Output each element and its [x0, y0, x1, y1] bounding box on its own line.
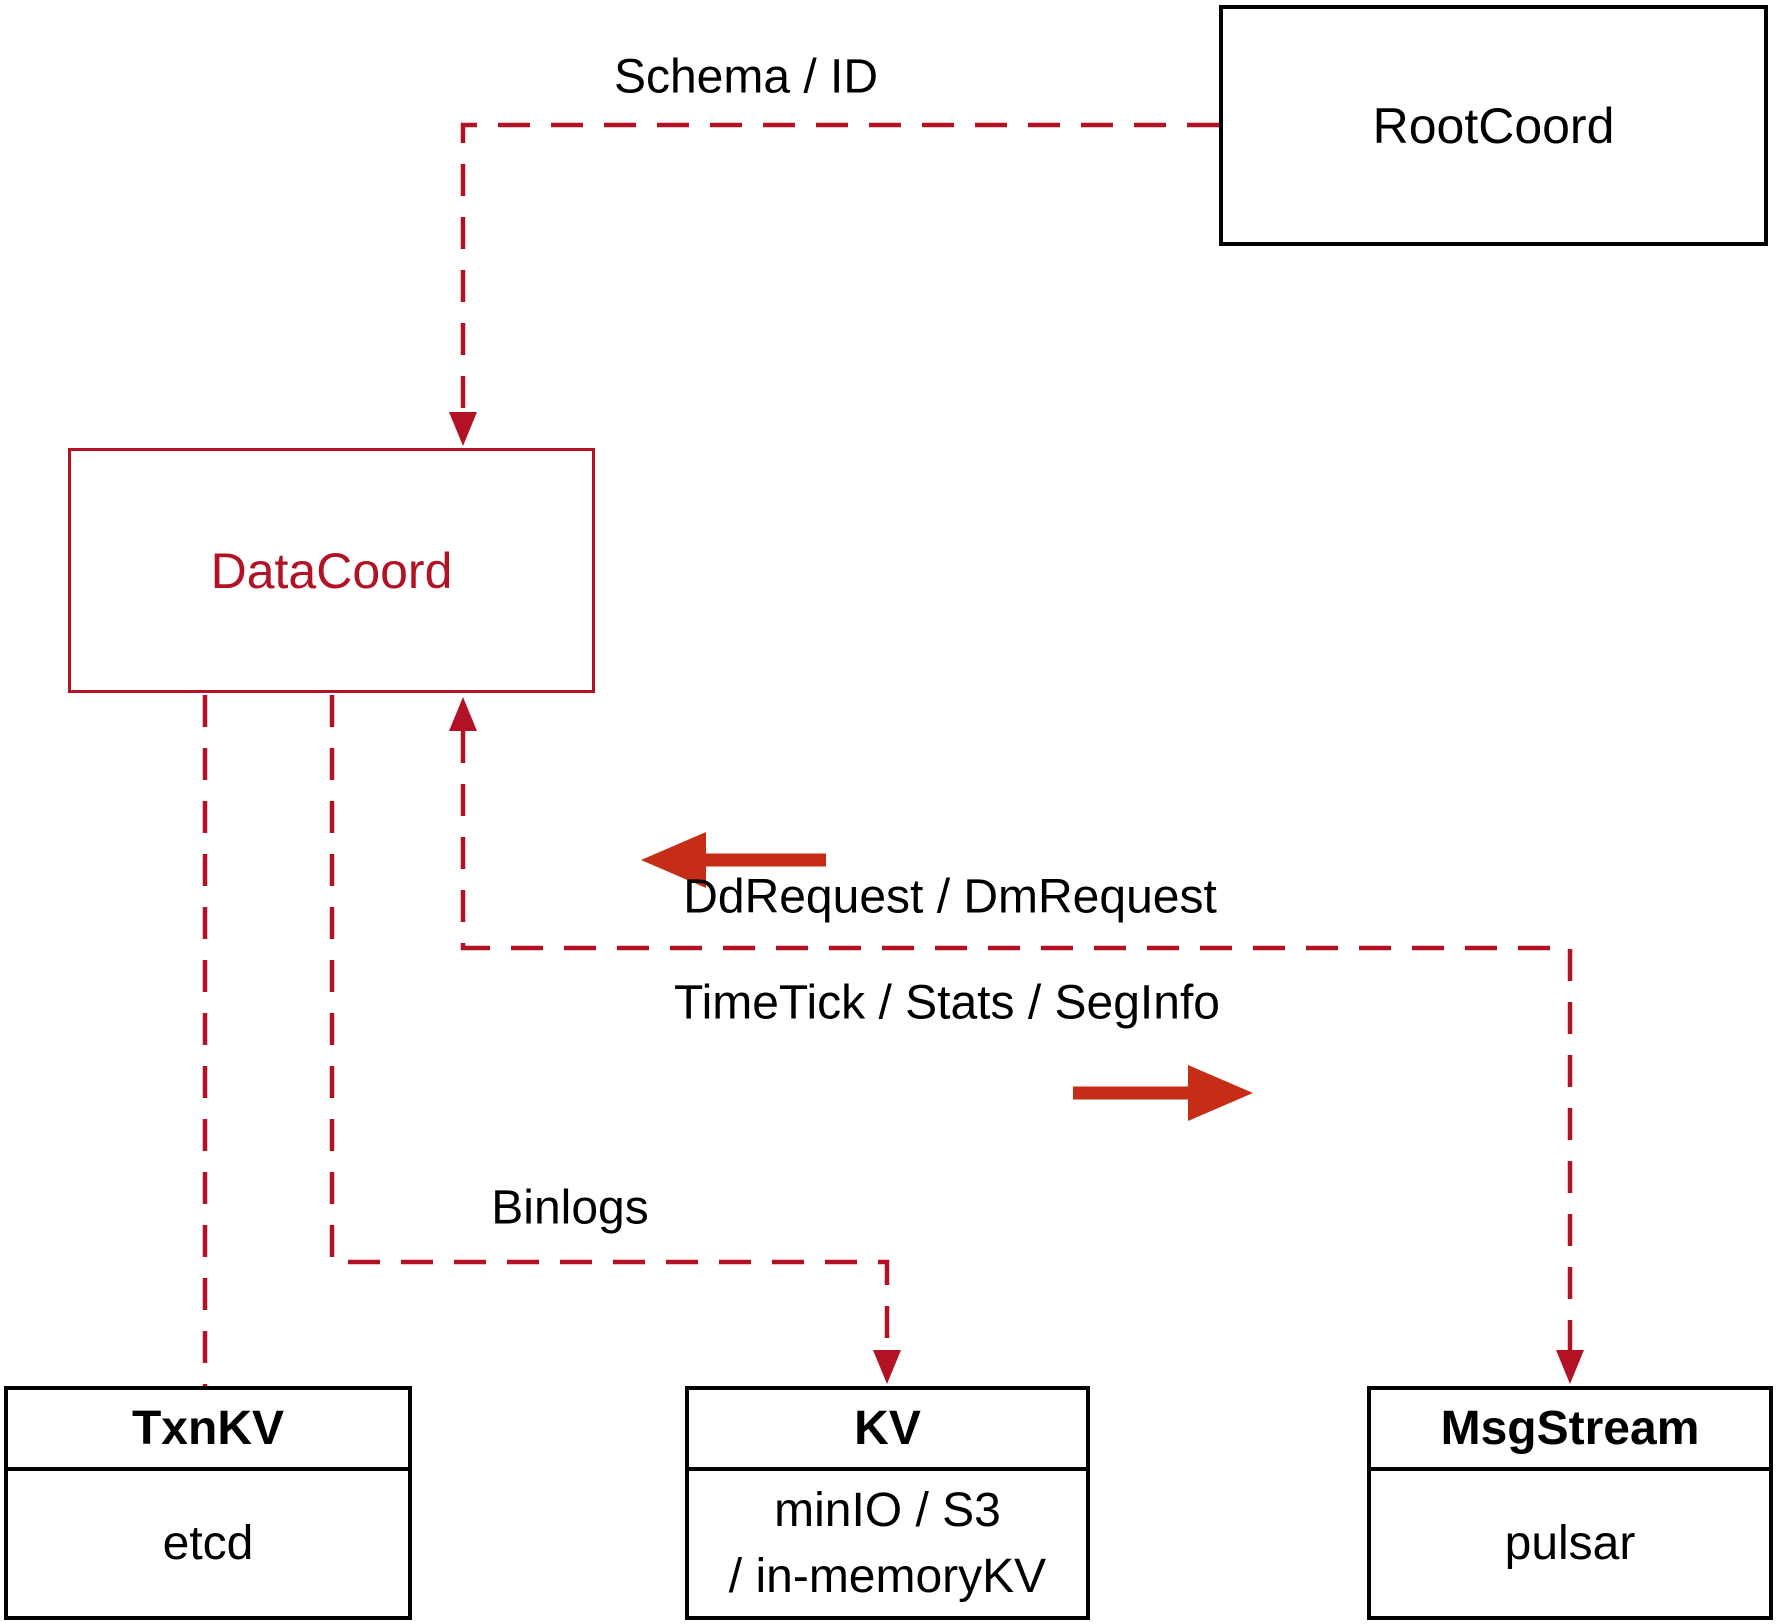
- node-kv-body: minIO / S3 / in-memoryKV: [689, 1471, 1086, 1616]
- arrow-right-icon: [1073, 1065, 1253, 1121]
- edge-label-binlogs: Binlogs: [491, 1181, 649, 1235]
- node-msgstream: MsgStream pulsar: [1367, 1386, 1773, 1620]
- edge-datacoord-msgstream: [460, 731, 1573, 1350]
- node-txnkv: TxnKV etcd: [4, 1386, 412, 1620]
- edge-label-schema-id: Schema / ID: [613, 50, 879, 104]
- node-rootcoord-label: RootCoord: [1372, 97, 1615, 154]
- node-txnkv-title: TxnKV: [8, 1390, 408, 1471]
- node-txnkv-body: etcd: [162, 1516, 254, 1570]
- arrowhead-down-into-msgstream-icon: [1556, 1350, 1584, 1384]
- node-datacoord-label: DataCoord: [210, 542, 453, 599]
- arrowhead-down-into-kv-icon: [873, 1350, 901, 1384]
- edge-label-ddrequest-dmrequest: DdRequest / DmRequest: [683, 870, 1217, 924]
- arrow-left-icon: [641, 832, 826, 888]
- arrowhead-up-into-datacoord-bottom-icon: [449, 697, 477, 731]
- edge-label-timetick-stats-seginfo: TimeTick / Stats / SegInfo: [674, 976, 1220, 1030]
- arrowhead-down-into-datacoord-top-icon: [449, 412, 477, 446]
- node-kv-body-line1: minIO / S3: [774, 1483, 1001, 1537]
- node-rootcoord: RootCoord: [1219, 5, 1768, 246]
- node-kv-title: KV: [689, 1390, 1086, 1471]
- edge-rootcoord-datacoord: [460, 122, 1219, 412]
- node-msgstream-title: MsgStream: [1371, 1390, 1769, 1471]
- node-kv: KV minIO / S3 / in-memoryKV: [685, 1386, 1090, 1620]
- node-msgstream-body: pulsar: [1504, 1516, 1636, 1570]
- node-kv-body-line2: / in-memoryKV: [728, 1549, 1047, 1603]
- edge-datacoord-kv-binlogs: [329, 695, 890, 1350]
- node-datacoord: DataCoord: [68, 448, 595, 693]
